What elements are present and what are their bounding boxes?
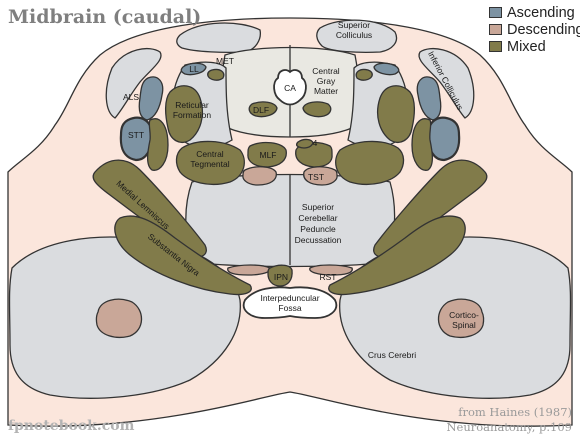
als-right [416, 76, 442, 121]
medial-lemniscus-left [92, 159, 207, 258]
met-right [355, 68, 373, 81]
legend-item-ascending: Ascending [489, 4, 580, 21]
label-ipn: IPN [274, 272, 288, 282]
legend-swatch-ascending [489, 7, 502, 18]
lateral-mixed-left [146, 118, 169, 171]
label-crus-cerebri: Crus Cerebri [368, 350, 416, 360]
label-4: 4 [313, 138, 318, 148]
tst-left [242, 166, 277, 186]
reticular-formation-right [376, 85, 416, 143]
site-watermark: fpnotebook.com [8, 418, 135, 434]
label-mlf: MLF [260, 150, 277, 160]
substantia-nigra-right [328, 215, 466, 296]
met-left [207, 68, 225, 81]
source-line-1: from Haines (1987) [458, 405, 572, 419]
cerebral-aqueduct [273, 69, 307, 106]
lateral-mixed-right [411, 118, 434, 171]
inferior-colliculus-right [418, 48, 475, 119]
tst-right [303, 166, 338, 186]
legend-label-descending: Descending [507, 21, 580, 38]
legend-label-mixed: Mixed [507, 38, 546, 55]
superior-colliculus-right [316, 19, 398, 53]
legend-item-mixed: Mixed [489, 38, 580, 55]
dlf-right [302, 101, 332, 118]
legend-swatch-descending [489, 24, 502, 35]
substantia-nigra-left [114, 215, 252, 296]
dlf-left [248, 101, 278, 118]
legend-label-ascending: Ascending [507, 4, 575, 21]
als-left [138, 76, 164, 121]
cortico-spinal-right [437, 298, 485, 339]
ipn [267, 264, 293, 287]
central-tegmental-right [335, 140, 405, 186]
legend-swatch-mixed [489, 41, 502, 52]
label-tst: TST [308, 172, 324, 182]
source-citation: from Haines (1987) Neuroanatomy, p.109 [446, 405, 572, 435]
label-stt: STT [128, 130, 144, 140]
inferior-colliculus-left [105, 48, 162, 119]
label-rst: RST [320, 272, 337, 282]
rst-left [227, 264, 271, 276]
label-dlf: DLF [253, 105, 269, 115]
reticular-formation-left [164, 85, 204, 143]
legend-item-descending: Descending [489, 21, 580, 38]
trochlear-nucleus-right [295, 138, 314, 149]
medial-lemniscus-right [373, 159, 488, 258]
label-als: ALS [123, 92, 139, 102]
cortico-spinal-left [95, 298, 143, 339]
central-tegmental-left [175, 140, 245, 186]
interpeduncular-fossa [242, 286, 338, 319]
label-ll: LL [189, 64, 199, 74]
source-line-2: Neuroanatomy, p.109 [446, 420, 572, 434]
diagram-title: Midbrain (caudal) [8, 6, 202, 28]
label-cortico-spinal: Cortico-Spinal [449, 310, 479, 330]
label-met: MET [216, 56, 234, 66]
label-ca: CA [284, 83, 296, 93]
ll-right [373, 62, 400, 76]
rst-right [309, 264, 353, 276]
ll-left [180, 62, 207, 76]
legend: Ascending Descending Mixed [489, 4, 580, 55]
